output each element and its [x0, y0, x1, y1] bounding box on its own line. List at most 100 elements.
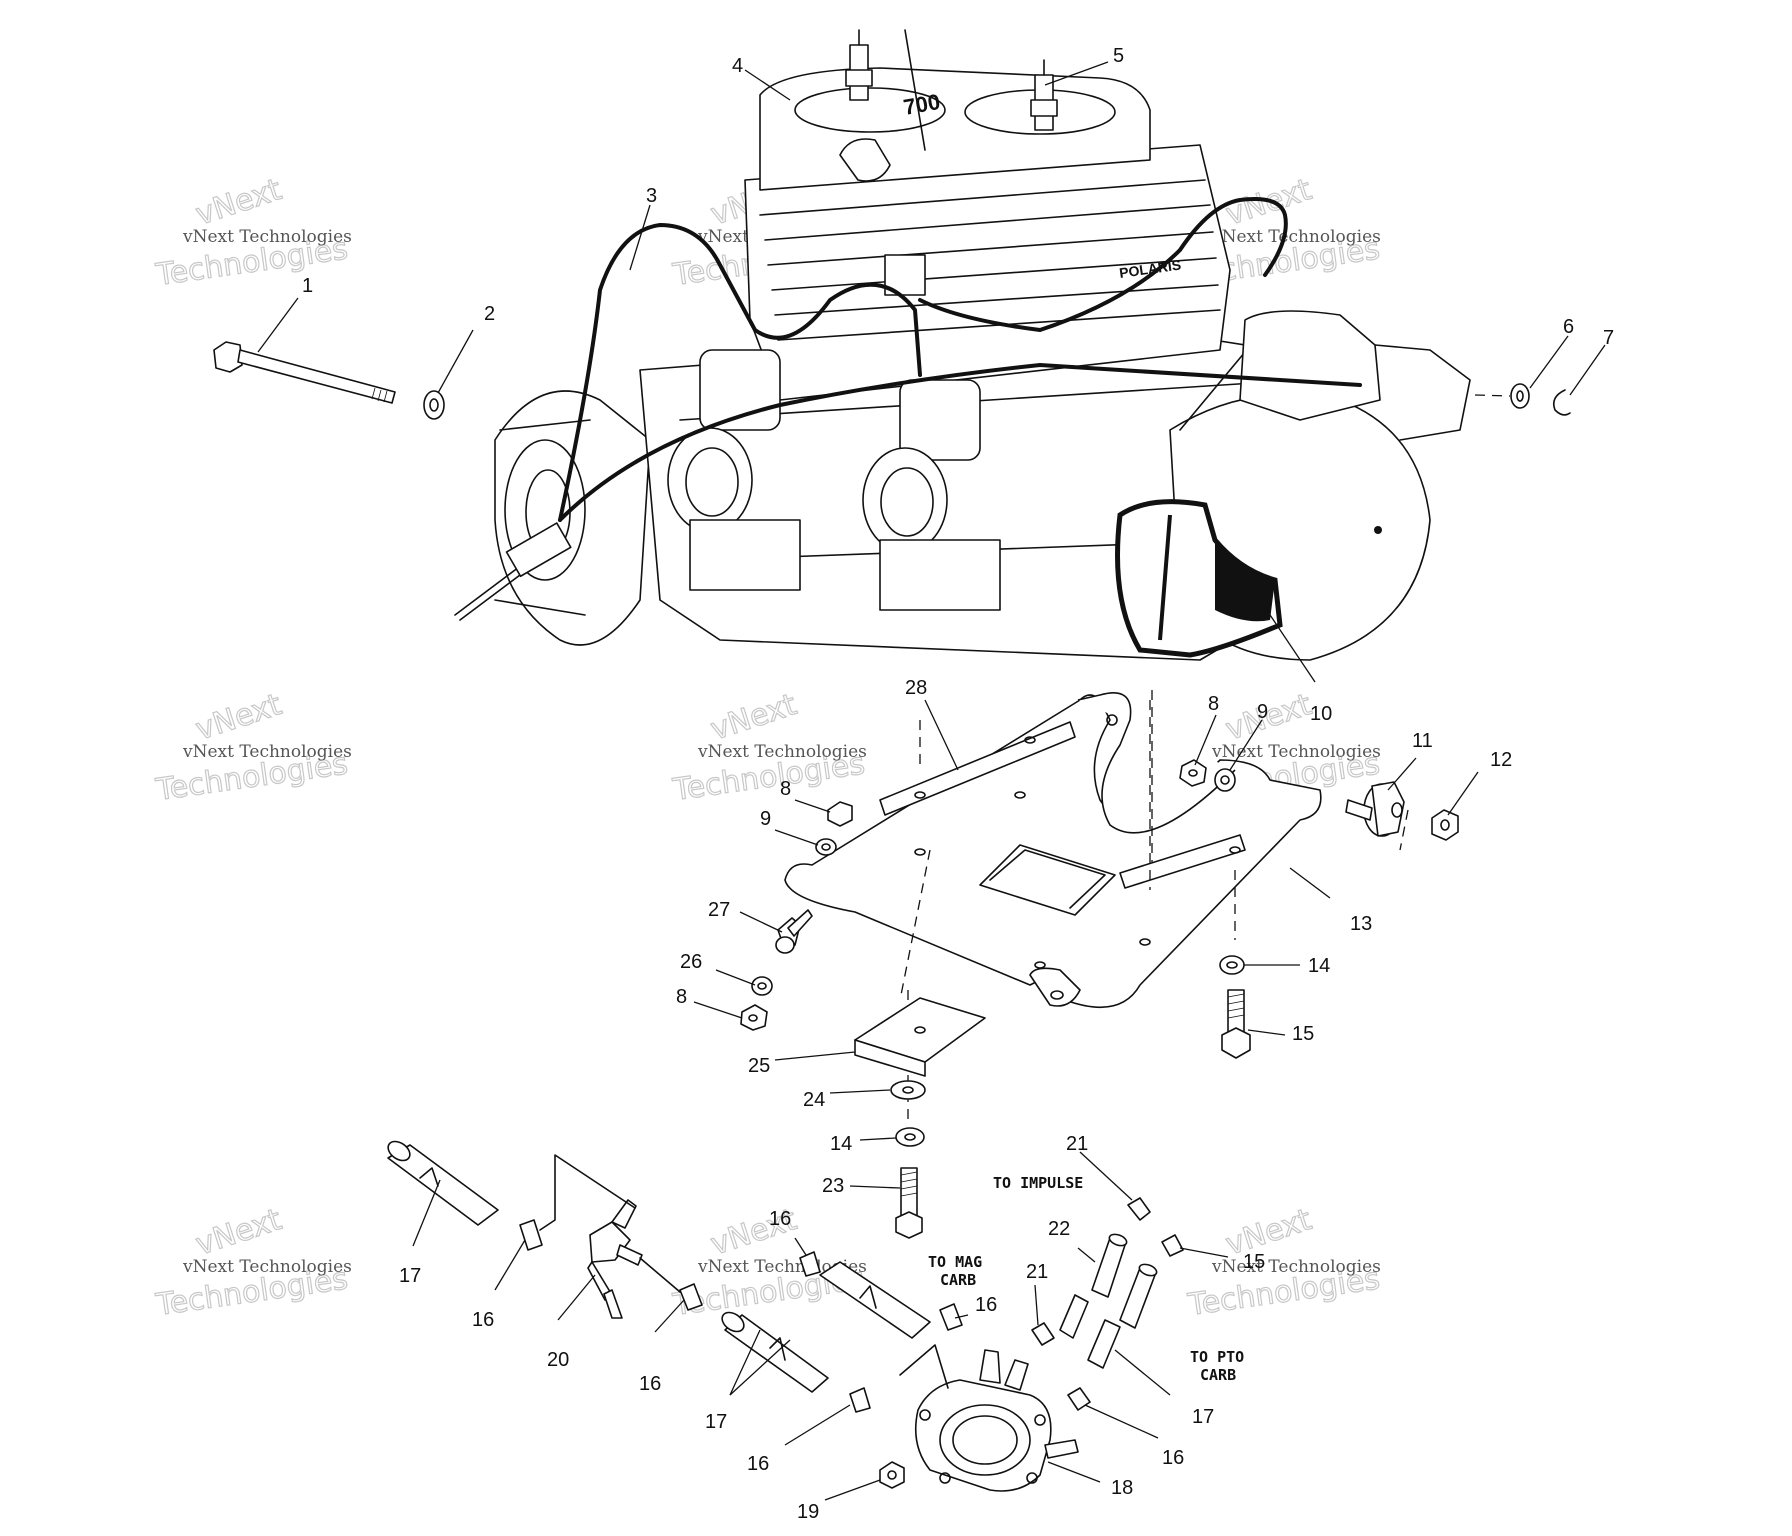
part-label: 6	[1563, 316, 1574, 338]
part-label: 8	[1208, 693, 1219, 715]
fuel-line-17-right	[1087, 1319, 1121, 1369]
part-label: 16	[769, 1208, 791, 1230]
part-label: 17	[705, 1411, 727, 1433]
part-label: 19	[797, 1501, 819, 1523]
part-label: 25	[748, 1055, 770, 1077]
part-label: 15	[1292, 1023, 1314, 1045]
clamp-16a	[519, 1219, 543, 1251]
part-label: 16	[975, 1294, 997, 1316]
fuel-pump-18	[914, 1349, 1079, 1492]
part-label: 17	[399, 1265, 421, 1287]
part-labels: 1 2 3 4 5 6 7 8 9 10 11 12 8 9 28 27 26 …	[302, 45, 1614, 1523]
throttle-cable	[558, 363, 1362, 522]
part-label: 16	[639, 1373, 661, 1395]
part-label: 17	[1192, 1406, 1214, 1428]
part-label: 18	[1111, 1477, 1133, 1499]
fuel-line-22a	[1091, 1237, 1126, 1298]
watermark-top: vNext	[192, 172, 286, 232]
part-label: 1	[302, 275, 313, 297]
watermark-small: vNext Technologies	[1211, 742, 1381, 762]
part-label: 28	[905, 677, 927, 699]
harness-loop	[918, 197, 1288, 332]
part-label: 15	[1243, 1251, 1265, 1273]
carburetor-left	[667, 349, 801, 591]
bolt-23	[895, 1167, 923, 1239]
part-label: 5	[1113, 45, 1124, 67]
hardware-top	[213, 341, 1571, 420]
washer-2	[423, 390, 445, 420]
washer-24	[890, 1080, 926, 1100]
washer-9-upper	[1214, 768, 1236, 792]
part-label: 9	[1257, 701, 1268, 723]
bolt-15	[1221, 989, 1251, 1059]
part-label: 10	[1310, 703, 1332, 725]
lock-washer-14-right	[1219, 955, 1245, 975]
bolt-1	[213, 341, 396, 404]
clamp-16f	[1067, 1387, 1091, 1411]
fuel-system	[387, 1140, 1184, 1492]
part-label: 3	[646, 185, 657, 207]
part-label: 16	[747, 1453, 769, 1475]
recoil-housing	[494, 390, 651, 646]
nut-8-left	[827, 801, 853, 827]
part-label: 4	[732, 55, 743, 77]
e-clip-7	[1552, 389, 1571, 416]
part-label: 14	[830, 1133, 852, 1155]
watermark-small: vNext Technologies	[1211, 227, 1381, 247]
clamp-16c	[799, 1251, 821, 1277]
nut-19	[879, 1461, 905, 1489]
cdi-mount	[1215, 540, 1275, 622]
clamp-16d	[939, 1303, 963, 1331]
part-label: 16	[1162, 1447, 1184, 1469]
part-label: 27	[708, 899, 730, 921]
watermark-small: vNext Technologies	[697, 742, 867, 762]
clamp-16e	[849, 1387, 871, 1413]
watermark-top: vNext	[192, 687, 286, 747]
fuel-line-22b	[1059, 1294, 1089, 1339]
watermark-top: vNext	[192, 1202, 286, 1262]
watermark-top: vNext	[1222, 687, 1316, 747]
fuel-line-22c	[1119, 1267, 1156, 1329]
part-label: 9	[760, 808, 771, 830]
washer-6	[1510, 383, 1530, 409]
note-to-impulse: TO IMPULSE	[993, 1174, 1083, 1192]
part-label: 21	[1066, 1133, 1088, 1155]
shim-28b	[1119, 834, 1246, 889]
stud-27	[775, 909, 813, 954]
part-label: 8	[780, 778, 791, 800]
washer-9-left	[815, 838, 837, 856]
part-label: 13	[1350, 913, 1372, 935]
part-label: 26	[680, 951, 702, 973]
watermark-small: vNext Technologies	[182, 1257, 352, 1277]
watermark-small: vNext Technologies	[182, 742, 352, 762]
nut-12	[1431, 809, 1459, 841]
part-label: 16	[472, 1309, 494, 1331]
tower-hole	[1106, 714, 1118, 726]
part-label: 7	[1603, 327, 1614, 349]
note-to-pto-carb: TO PTO	[1190, 1348, 1244, 1366]
leader-lines	[257, 61, 1606, 1501]
mount-hardware	[740, 759, 1459, 1239]
fuel-valve-20	[587, 1199, 643, 1319]
part-label: 24	[803, 1089, 825, 1111]
part-label: 22	[1048, 1218, 1070, 1240]
engine-mount-plate	[784, 690, 1409, 1120]
routing-notes: TO IMPULSE TO MAG CARB TO PTO CARB	[928, 1174, 1244, 1384]
watermark-top: vNext	[707, 687, 801, 747]
clamp-16b	[679, 1283, 703, 1311]
part-label: 8	[676, 986, 687, 1008]
lock-washer-14-lower	[895, 1127, 925, 1147]
part-label: 20	[547, 1349, 569, 1371]
watermark-top: vNext	[1222, 1202, 1316, 1262]
engine-assembly: POLARIS 700	[454, 29, 1471, 661]
part-label: 12	[1490, 749, 1512, 771]
clamp-21a	[1127, 1197, 1151, 1221]
part-label: 2	[484, 303, 495, 325]
carburetor-right	[862, 379, 1001, 611]
note-to-mag-carb: TO MAG	[928, 1253, 982, 1271]
spark-plug-left	[845, 29, 873, 101]
starter-motor	[1239, 310, 1381, 421]
note-to-mag-carb: CARB	[940, 1271, 976, 1289]
rubber-mount-11	[1345, 781, 1405, 837]
